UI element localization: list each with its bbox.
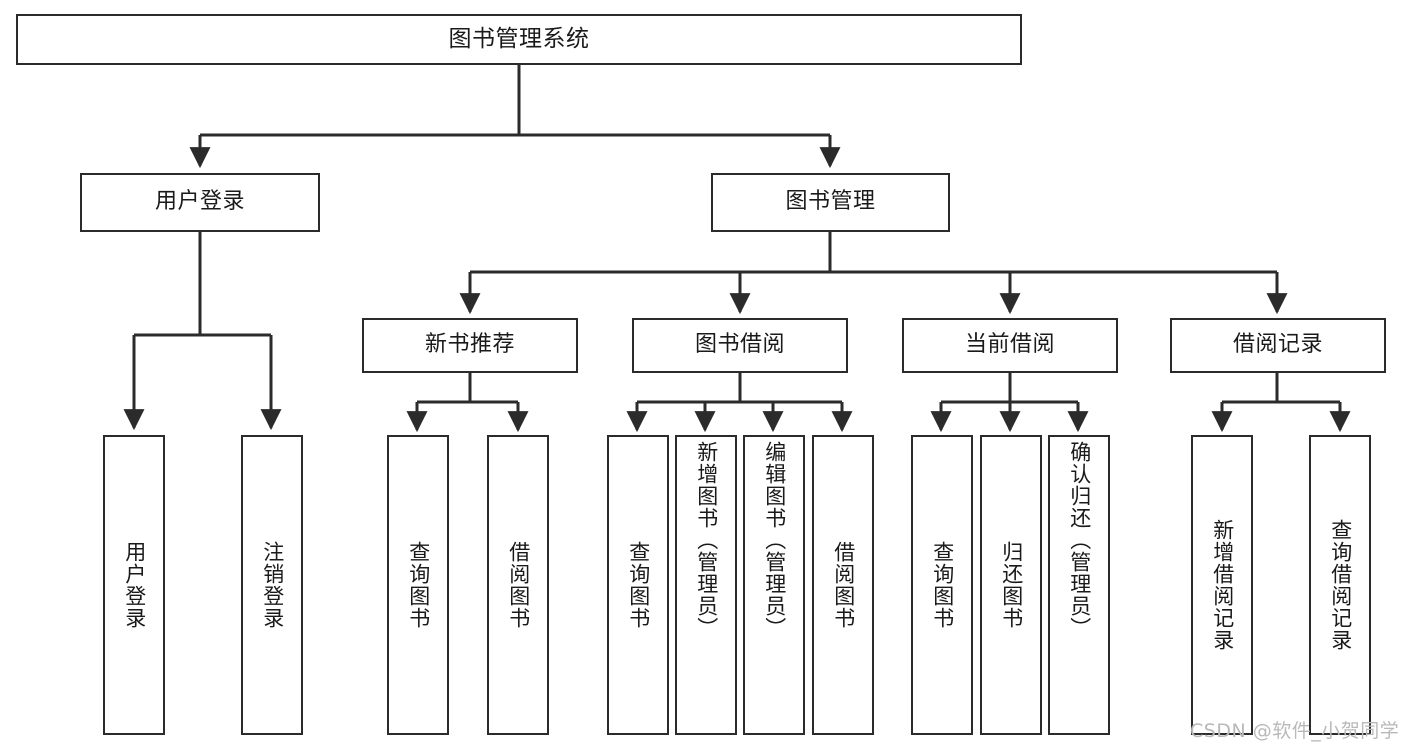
node-book-management[interactable]: 图书管理 — [711, 173, 950, 232]
node-user-login[interactable]: 用户登录 — [80, 173, 320, 232]
leaf-label: 借阅图书 — [831, 541, 856, 629]
leaf-query-books-newbook[interactable]: 查询图书 — [387, 435, 449, 735]
node-label: 借阅记录 — [1232, 332, 1323, 358]
node-label: 图书管理 — [785, 189, 876, 215]
leaf-label: 查询借阅记录 — [1328, 519, 1353, 651]
leaf-label: 查询图书 — [626, 541, 651, 629]
leaf-logout[interactable]: 注销登录 — [241, 435, 303, 735]
leaf-label: 查询图书 — [406, 541, 431, 629]
node-label: 用户登录 — [154, 189, 245, 215]
leaf-label: 新增借阅记录 — [1210, 519, 1235, 651]
leaf-label: 查询图书 — [930, 541, 955, 629]
leaf-borrow-books[interactable]: 借阅图书 — [812, 435, 874, 735]
node-label: 当前借阅 — [964, 332, 1055, 358]
leaf-confirm-return-admin[interactable]: 确认归还（管理员） — [1048, 435, 1110, 735]
leaf-label: 新增图书（管理员） — [694, 441, 719, 639]
leaf-label: 用户登录 — [122, 541, 147, 629]
leaf-label: 确认归还（管理员） — [1067, 441, 1092, 639]
leaf-edit-book-admin[interactable]: 编辑图书（管理员） — [743, 435, 805, 735]
node-label: 新书推荐 — [424, 332, 515, 358]
leaf-label: 编辑图书（管理员） — [762, 441, 787, 639]
leaf-query-books-current[interactable]: 查询图书 — [911, 435, 973, 735]
node-label: 图书管理系统 — [448, 25, 590, 52]
leaf-add-borrow-record[interactable]: 新增借阅记录 — [1191, 435, 1253, 735]
leaf-add-book-admin[interactable]: 新增图书（管理员） — [675, 435, 737, 735]
leaf-query-borrow-record[interactable]: 查询借阅记录 — [1309, 435, 1371, 735]
node-current-borrowing[interactable]: 当前借阅 — [902, 318, 1118, 373]
node-borrowing-records[interactable]: 借阅记录 — [1170, 318, 1386, 373]
leaf-label: 归还图书 — [999, 541, 1024, 629]
leaf-query-books-borrow[interactable]: 查询图书 — [607, 435, 669, 735]
node-new-book-recommendation[interactable]: 新书推荐 — [362, 318, 578, 373]
leaf-label: 借阅图书 — [506, 541, 531, 629]
node-label: 图书借阅 — [694, 332, 785, 358]
leaf-label: 注销登录 — [260, 541, 285, 629]
leaf-borrow-books-newbook[interactable]: 借阅图书 — [487, 435, 549, 735]
leaf-user-login[interactable]: 用户登录 — [103, 435, 165, 735]
node-book-management-system[interactable]: 图书管理系统 — [16, 14, 1022, 65]
leaf-return-books[interactable]: 归还图书 — [980, 435, 1042, 735]
node-book-borrowing[interactable]: 图书借阅 — [632, 318, 848, 373]
